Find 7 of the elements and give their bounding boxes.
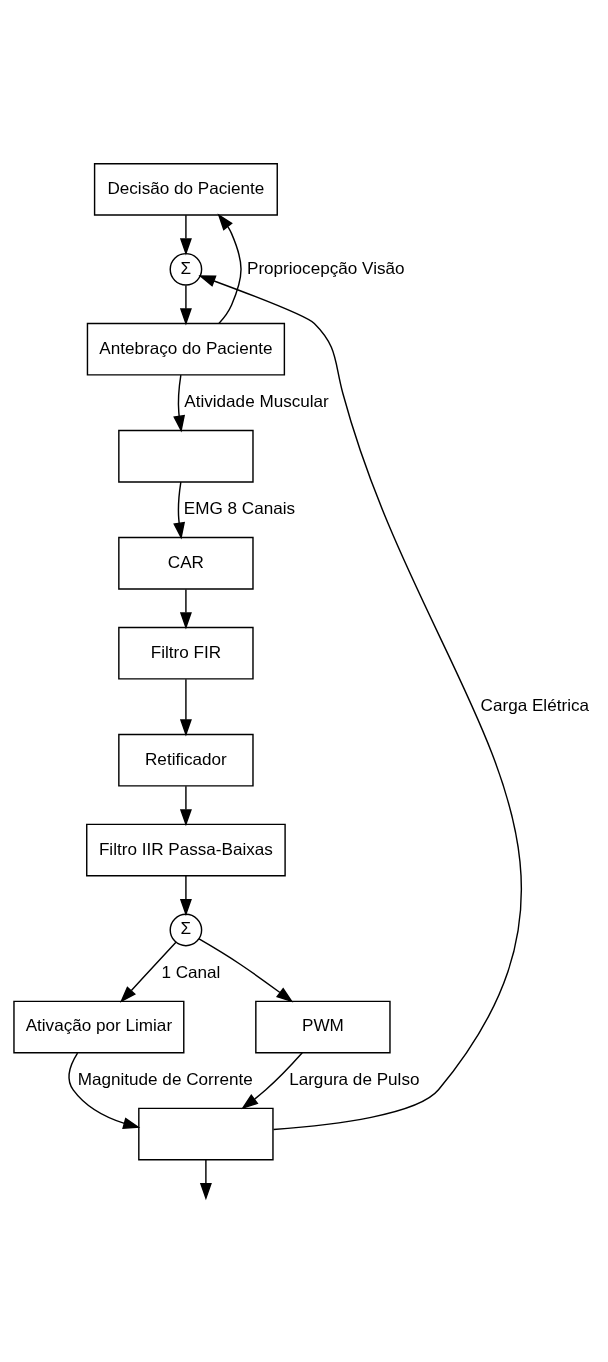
edge-label: Magnitude de Corrente — [77, 1069, 253, 1089]
edge-label: Largura de Pulso — [289, 1069, 420, 1089]
edge-label: EMG 8 Canais — [183, 498, 296, 518]
edge-label: Carga Elétrica — [480, 695, 590, 715]
edge-label: Propriocepção Visão — [246, 258, 405, 278]
edge-label: Atividade Muscular — [184, 391, 329, 411]
edge-label: 1 Canal — [161, 962, 221, 982]
